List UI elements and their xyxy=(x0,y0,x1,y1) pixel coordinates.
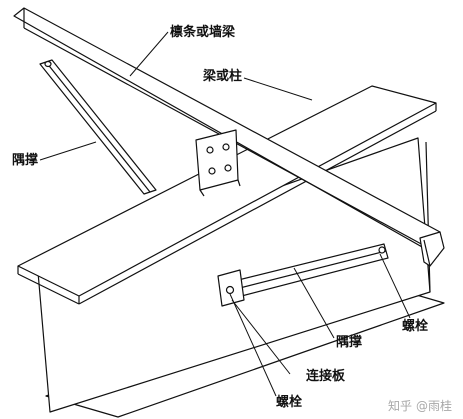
bolt xyxy=(222,143,230,151)
watermark-brand: 知乎 xyxy=(388,399,413,413)
connect-plate-label: 连接板 xyxy=(306,369,346,384)
bolt xyxy=(208,167,216,175)
h-beam-web-edge xyxy=(425,141,431,293)
right-fly-brace-bolt xyxy=(378,246,386,254)
bolt xyxy=(206,146,214,154)
purlin-flange-edge xyxy=(423,239,431,267)
leader-brace-right xyxy=(293,267,335,339)
purlin-flange xyxy=(419,231,445,267)
left-fly-brace-edge xyxy=(45,61,151,193)
connection-plate xyxy=(195,129,239,191)
beam-column-label: 梁或柱 xyxy=(203,69,243,84)
bolt xyxy=(224,164,232,172)
h-beam-top-flange-edge xyxy=(17,273,80,305)
connection-plate-edge xyxy=(237,179,241,187)
bottom-bolt xyxy=(225,285,235,295)
leader-bolt-bottom xyxy=(229,293,277,397)
leader-bolt-right xyxy=(379,253,411,319)
purlin-label: 檩条或墙梁 xyxy=(170,25,236,40)
right-fly-brace-edge xyxy=(223,250,387,293)
leader-purlin xyxy=(129,31,169,77)
h-beam-top-flange-edge xyxy=(78,110,437,305)
brace-left-label: 隅撑 xyxy=(12,153,39,168)
bolt-bottom-label: 螺栓 xyxy=(276,395,303,410)
brace-right-label: 隅撑 xyxy=(336,335,363,350)
leader-connect-plate xyxy=(231,299,291,375)
leader-beam-column xyxy=(243,77,313,101)
watermark-author: @雨桂 xyxy=(416,399,453,413)
leader-brace-left xyxy=(39,141,97,161)
bolt-right-label: 螺栓 xyxy=(402,319,429,334)
connection-plate-edge xyxy=(199,189,205,197)
left-fly-brace-bolt xyxy=(44,60,52,68)
